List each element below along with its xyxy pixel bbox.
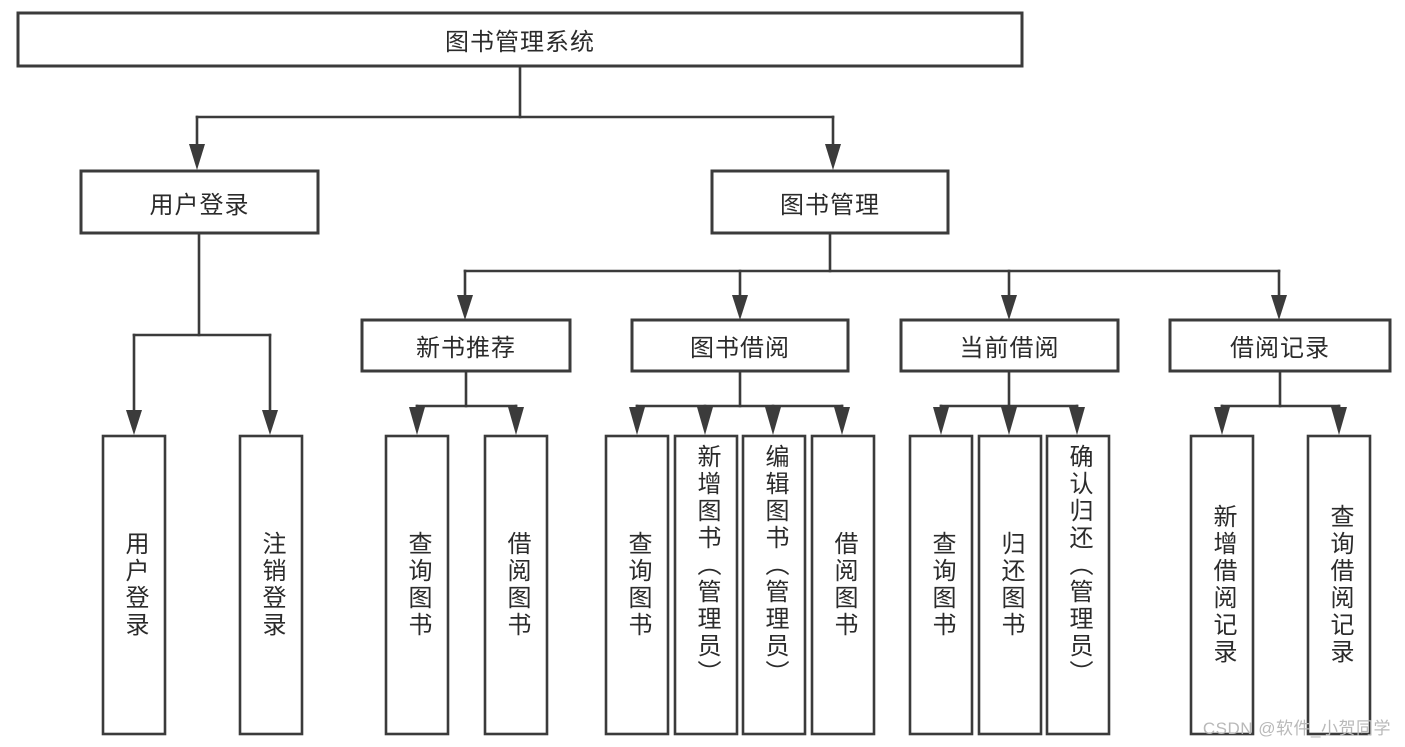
node-box-current-borrow[interactable] [899, 318, 1120, 373]
node-box-book-manage[interactable] [710, 169, 950, 235]
arrowhead-currentborrow-leaf-2 [1001, 407, 1017, 435]
arrowhead-book-borrow [732, 295, 748, 320]
node-box-borrow-record[interactable] [1168, 318, 1392, 373]
node-box-book-borrow[interactable] [630, 318, 850, 373]
edges-book-borrow-to-leaves [629, 369, 850, 435]
csdn-watermark: CSDN @软件_小贺同学 [1202, 719, 1391, 738]
edges-current-borrow-to-leaves [933, 369, 1085, 435]
node-box-leaf-borrowrecord-query[interactable] [1306, 434, 1372, 736]
node-box-leaf-currentborrow-confirm[interactable] [1045, 434, 1111, 736]
arrowhead-current-borrow [1001, 295, 1017, 320]
node-box-root[interactable] [16, 11, 1024, 68]
edges-borrow-record-to-leaves [1214, 369, 1347, 435]
node-box-leaf-newbook-borrow[interactable] [483, 434, 549, 736]
node-box-user-login[interactable] [79, 169, 320, 235]
arrowhead-user-login [189, 144, 205, 170]
arrowhead-bookborrow-leaf-3 [765, 407, 781, 435]
arrowhead-currentborrow-leaf-3 [1069, 407, 1085, 435]
arrowhead-leaf-user-login [126, 410, 142, 435]
node-box-leaf-currentborrow-return[interactable] [977, 434, 1043, 736]
arrowhead-book-manage [825, 144, 841, 170]
arrowhead-borrowrecord-leaf-1 [1214, 407, 1230, 435]
arrowhead-bookborrow-leaf-4 [834, 407, 850, 435]
node-box-leaf-bookborrow-query[interactable] [604, 434, 670, 736]
arrowhead-bookborrow-leaf-1 [629, 407, 645, 435]
node-box-leaf-newbook-query[interactable] [384, 434, 450, 736]
node-box-leaf-borrowrecord-add[interactable] [1189, 434, 1255, 736]
edges-new-book-recommend-to-leaves [409, 369, 524, 435]
node-box-leaf-currentborrow-query[interactable] [908, 434, 974, 736]
node-box-leaf-logout[interactable] [238, 434, 304, 736]
arrowhead-borrowrecord-leaf-2 [1331, 407, 1347, 435]
edges-book-manage-to-level3 [457, 231, 1287, 320]
arrowhead-borrow-record [1271, 295, 1287, 320]
arrowhead-newbook-leaf-1 [409, 407, 425, 435]
edges-user-login-to-leaves [126, 231, 278, 435]
node-box-leaf-bookborrow-edit[interactable] [741, 434, 807, 736]
arrowhead-bookborrow-leaf-2 [697, 407, 713, 435]
arrowhead-currentborrow-leaf-1 [933, 407, 949, 435]
node-box-leaf-bookborrow-borrow[interactable] [810, 434, 876, 736]
arrowhead-newbook-leaf-2 [508, 407, 524, 435]
arrowhead-new-book-recommend [457, 295, 473, 320]
node-box-new-book-recommend[interactable] [360, 318, 572, 373]
node-box-leaf-user-login[interactable] [101, 434, 167, 736]
node-box-leaf-bookborrow-add[interactable] [673, 434, 739, 736]
edges-root-to-level2 [189, 64, 841, 170]
arrowhead-leaf-logout [262, 410, 278, 435]
